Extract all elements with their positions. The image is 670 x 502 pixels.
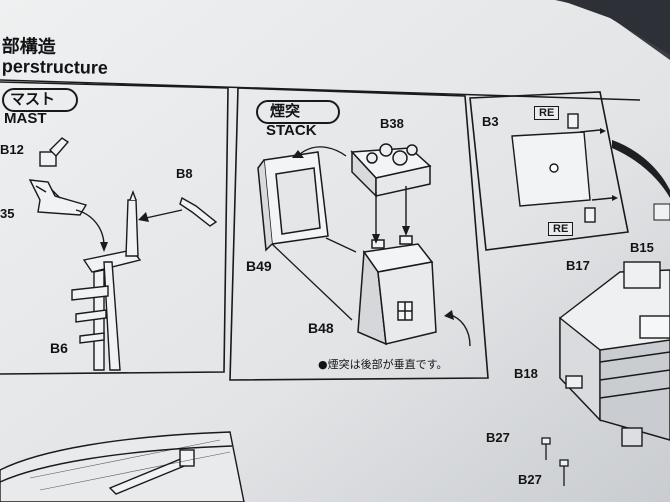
hull-drawing [0, 431, 245, 502]
header-title-en: perstructure [1, 56, 109, 78]
superstructure-drawing [559, 261, 670, 447]
part-label-b3: B3 [482, 114, 499, 129]
part-label-b6: B6 [50, 340, 68, 356]
deck-panel-border [469, 91, 629, 251]
part-label-b27-top: B27 [486, 430, 510, 445]
re-label-top: RE [534, 106, 560, 120]
mast-label-jp: マスト [10, 90, 56, 108]
mast-label-pill [2, 88, 78, 112]
part-label-b12: B12 [0, 142, 24, 157]
re-label-bottom: RE [548, 222, 574, 236]
header-title-jp: 部構造 [1, 35, 56, 58]
part-label-b38: B38 [380, 116, 404, 131]
stack-label-pill [256, 100, 340, 124]
part-label-b18: B18 [514, 366, 538, 381]
part-label-b15: B15 [630, 240, 654, 255]
part-label-b27-bottom: B27 [518, 472, 542, 487]
stack-note: ●煙突は後部が垂直です。 [318, 358, 448, 371]
stack-label-en: STACK [266, 122, 317, 139]
stack-drawing [257, 143, 437, 346]
deck-drawing [511, 113, 613, 223]
part-label-b8: B8 [176, 166, 193, 181]
part-label-b49: B49 [246, 258, 272, 274]
part-label-b48: B48 [308, 320, 334, 336]
part-label-b17: B17 [566, 258, 590, 273]
part-label-35: 35 [0, 206, 15, 221]
stack-label-jp: 煙突 [270, 102, 301, 120]
stack-panel-border [229, 87, 489, 381]
mast-drawing [28, 137, 218, 371]
mast-label-en: MAST [4, 110, 47, 127]
mast-panel-border [0, 81, 229, 375]
